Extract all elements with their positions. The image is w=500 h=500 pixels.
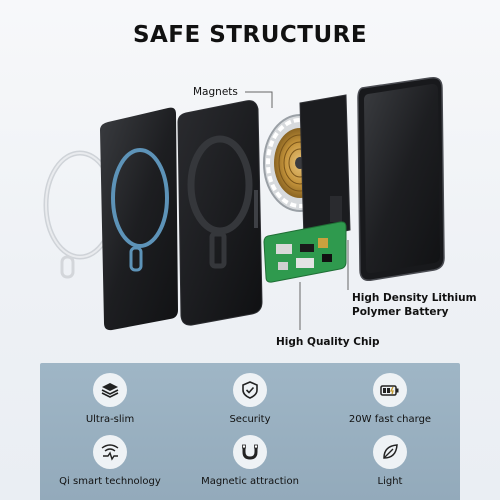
feature-label: Light bbox=[377, 476, 403, 487]
magnets-callout: Magnets bbox=[193, 86, 238, 98]
shield-check-icon bbox=[233, 373, 267, 407]
feature-label: Magnetic attraction bbox=[201, 476, 299, 487]
feature-light: Light bbox=[320, 435, 460, 487]
battery-bolt-icon bbox=[373, 373, 407, 407]
layers-icon bbox=[93, 373, 127, 407]
exploded-view-illustration bbox=[43, 76, 445, 331]
battery-module bbox=[299, 94, 351, 241]
feature-label: Security bbox=[229, 414, 271, 425]
feature-fast-charge: 20W fast charge bbox=[320, 373, 460, 425]
feature-security: Security bbox=[180, 373, 320, 425]
features-panel: Ultra-slim Security 20W fast charge bbox=[40, 363, 460, 500]
feature-label: 20W fast charge bbox=[348, 414, 432, 425]
pcb-chip bbox=[263, 221, 347, 283]
page-title: SAFE STRUCTURE bbox=[132, 22, 368, 48]
chip-callout: High Quality Chip bbox=[276, 336, 380, 348]
feature-qi: Qi smart technology bbox=[40, 435, 180, 487]
magnet-icon bbox=[233, 435, 267, 469]
back-cover-plate bbox=[100, 107, 178, 331]
battery-callout-line2: Polymer Battery bbox=[352, 306, 449, 318]
leaf-icon bbox=[373, 435, 407, 469]
feature-label: Qi smart technology bbox=[59, 476, 161, 487]
feature-label: Ultra-slim bbox=[85, 414, 135, 425]
battery-callout-line1: High Density Lithium bbox=[352, 292, 477, 304]
battery-callout: High Density Lithium Polymer Battery bbox=[352, 291, 477, 319]
feature-ultra-slim: Ultra-slim bbox=[40, 373, 180, 425]
wireless-charging-icon bbox=[93, 435, 127, 469]
inner-housing bbox=[177, 100, 263, 326]
feature-magnetic: Magnetic attraction bbox=[180, 435, 320, 487]
front-shell bbox=[357, 76, 445, 282]
